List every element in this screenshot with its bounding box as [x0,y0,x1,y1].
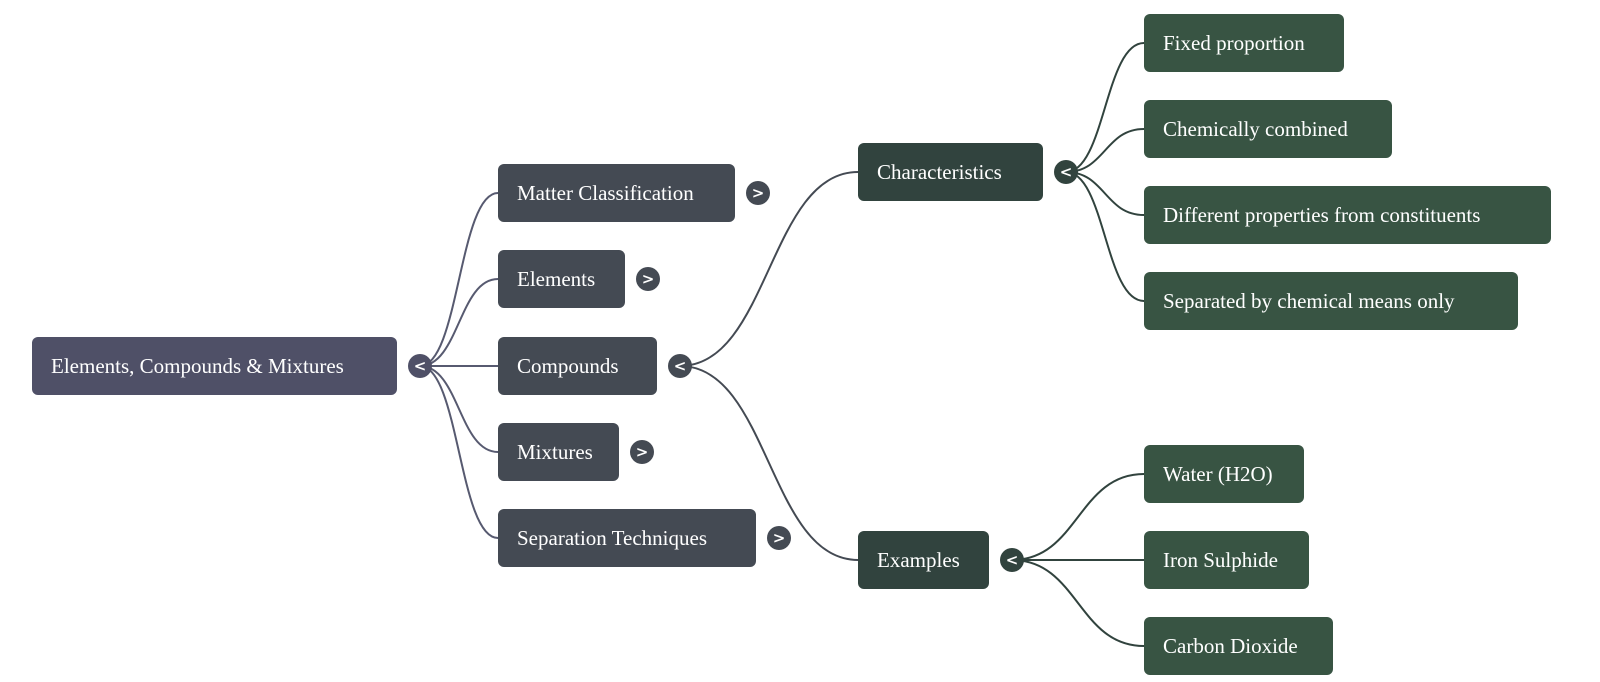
node-matter-classification[interactable]: Matter Classification [498,164,735,222]
link-root-to-level1 [419,365,499,453]
node-water[interactable]: Water (H2O) [1144,445,1304,503]
collapse-toggle-characteristics[interactable]: < [1054,160,1078,184]
link-root-to-level1 [419,192,499,367]
link-characteristics-to-child [1065,171,1145,216]
node-different-properties[interactable]: Different properties from constituents [1144,186,1551,244]
expand-toggle-elements[interactable]: > [636,267,660,291]
link-root-to-level1 [419,278,499,367]
node-elements[interactable]: Elements [498,250,625,308]
expand-toggle-mixtures[interactable]: > [630,440,654,464]
link-characteristics-to-child [1065,128,1145,173]
collapse-toggle-compounds[interactable]: < [668,354,692,378]
link-compounds-to-child [679,171,859,367]
node-mixtures[interactable]: Mixtures [498,423,619,481]
node-separation-techniques[interactable]: Separation Techniques [498,509,756,567]
collapse-toggle-examples[interactable]: < [1000,548,1024,572]
root-node[interactable]: Elements, Compounds & Mixtures [32,337,397,395]
link-root-to-level1 [419,365,499,539]
node-fixed-proportion[interactable]: Fixed proportion [1144,14,1344,72]
collapse-toggle-root[interactable]: < [408,354,432,378]
link-compounds-to-child [679,365,859,561]
node-chemically-combined[interactable]: Chemically combined [1144,100,1392,158]
link-examples-to-child [1011,559,1145,647]
node-separated-by-chemical-means[interactable]: Separated by chemical means only [1144,272,1518,330]
node-carbon-dioxide[interactable]: Carbon Dioxide [1144,617,1333,675]
node-characteristics[interactable]: Characteristics [858,143,1043,201]
node-iron-sulphide[interactable]: Iron Sulphide [1144,531,1309,589]
link-examples-to-child [1011,473,1145,561]
node-examples[interactable]: Examples [858,531,989,589]
expand-toggle-separation-techniques[interactable]: > [767,526,791,550]
link-characteristics-to-child [1065,42,1145,173]
node-compounds[interactable]: Compounds [498,337,657,395]
link-characteristics-to-child [1065,171,1145,302]
expand-toggle-matter-classification[interactable]: > [746,181,770,205]
